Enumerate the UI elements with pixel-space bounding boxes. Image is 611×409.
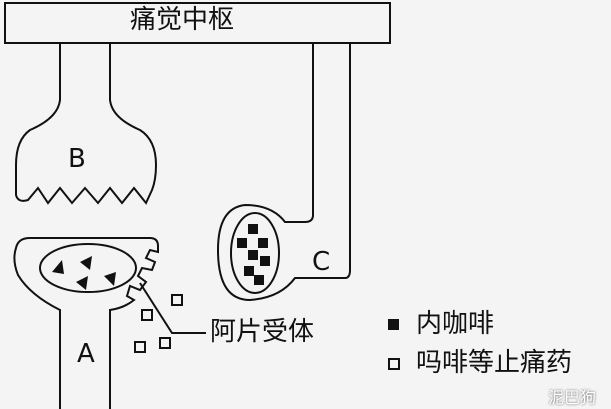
- legend-morphine-label: 吗啡等止痛药: [416, 348, 573, 378]
- receptor-label: 阿片受体: [210, 317, 315, 347]
- receptor-pointer-line: [139, 282, 206, 334]
- legend-endorphin-label: 内咖啡: [416, 309, 495, 339]
- legend-open-square: [388, 358, 400, 370]
- label-c: C: [312, 247, 331, 277]
- neurotransmitter-triangles: [52, 256, 116, 290]
- morphine-squares: [134, 294, 183, 353]
- neuron-a: [13, 237, 159, 409]
- vesicle-a: [39, 243, 137, 293]
- label-b: B: [68, 144, 86, 174]
- neuron-b: [15, 43, 158, 205]
- label-a: A: [77, 339, 95, 369]
- endorphin-squares: [237, 224, 270, 285]
- pain-center-label: 痛觉中枢: [130, 5, 235, 35]
- vesicle-c: [230, 212, 280, 294]
- watermark: 泥巴狗: [548, 388, 597, 407]
- legend-filled-square: [388, 319, 399, 330]
- neuron-c: [216, 43, 351, 302]
- pain-center-box: [4, 2, 391, 44]
